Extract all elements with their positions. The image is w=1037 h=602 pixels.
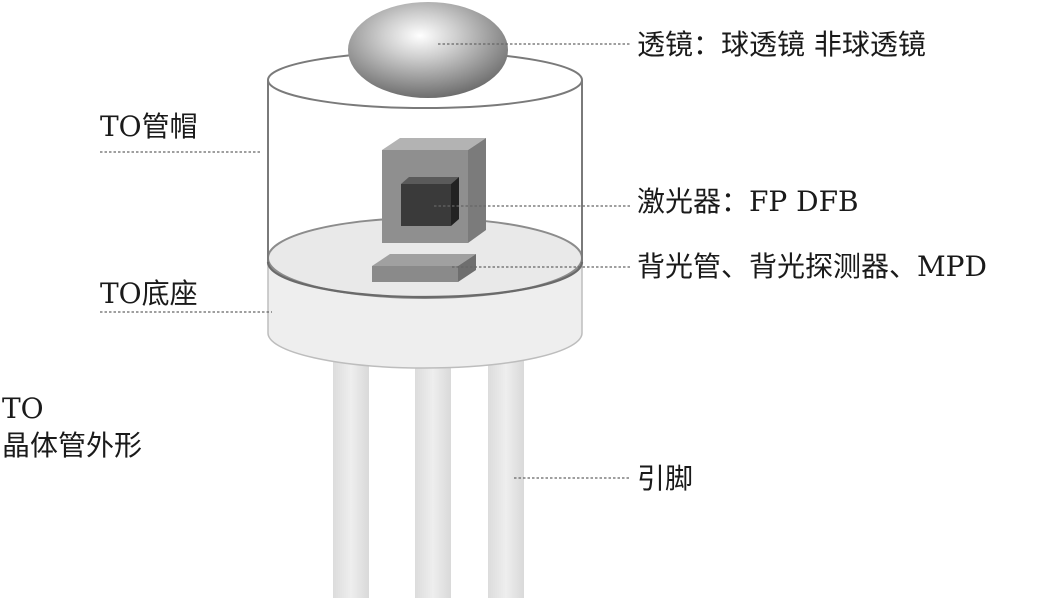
laser-die-front — [401, 184, 451, 226]
pin-middle — [415, 360, 451, 598]
mpd-plate-top — [372, 254, 476, 266]
label-laser: 激光器：FP DFB — [637, 185, 859, 218]
laser-chip-side — [468, 138, 486, 243]
laser-chip-top — [382, 138, 486, 150]
label-base: TO底座 — [100, 277, 198, 310]
label-package-shape: 晶体管外形 — [2, 429, 143, 462]
label-to: TO — [2, 392, 44, 425]
pin-left — [333, 355, 369, 598]
label-pins: 引脚 — [637, 462, 694, 495]
pins — [333, 355, 524, 598]
label-lens: 透镜：球透镜 非球透镜 — [637, 28, 926, 61]
mpd-plate-side — [458, 254, 476, 282]
mpd-plate-front — [372, 266, 458, 282]
leader-lines — [100, 43, 630, 479]
pin-right — [488, 355, 524, 598]
to-cap — [266, 51, 584, 299]
mpd-plate — [372, 254, 476, 282]
laser-die-side — [451, 177, 459, 226]
lens — [348, 2, 508, 98]
label-mpd: 背光管、背光探测器、MPD — [637, 250, 987, 283]
laser-die-top — [401, 177, 459, 184]
laser-chip — [382, 138, 486, 243]
cap-bottom-rim — [266, 261, 584, 299]
label-cap: TO管帽 — [100, 110, 198, 143]
